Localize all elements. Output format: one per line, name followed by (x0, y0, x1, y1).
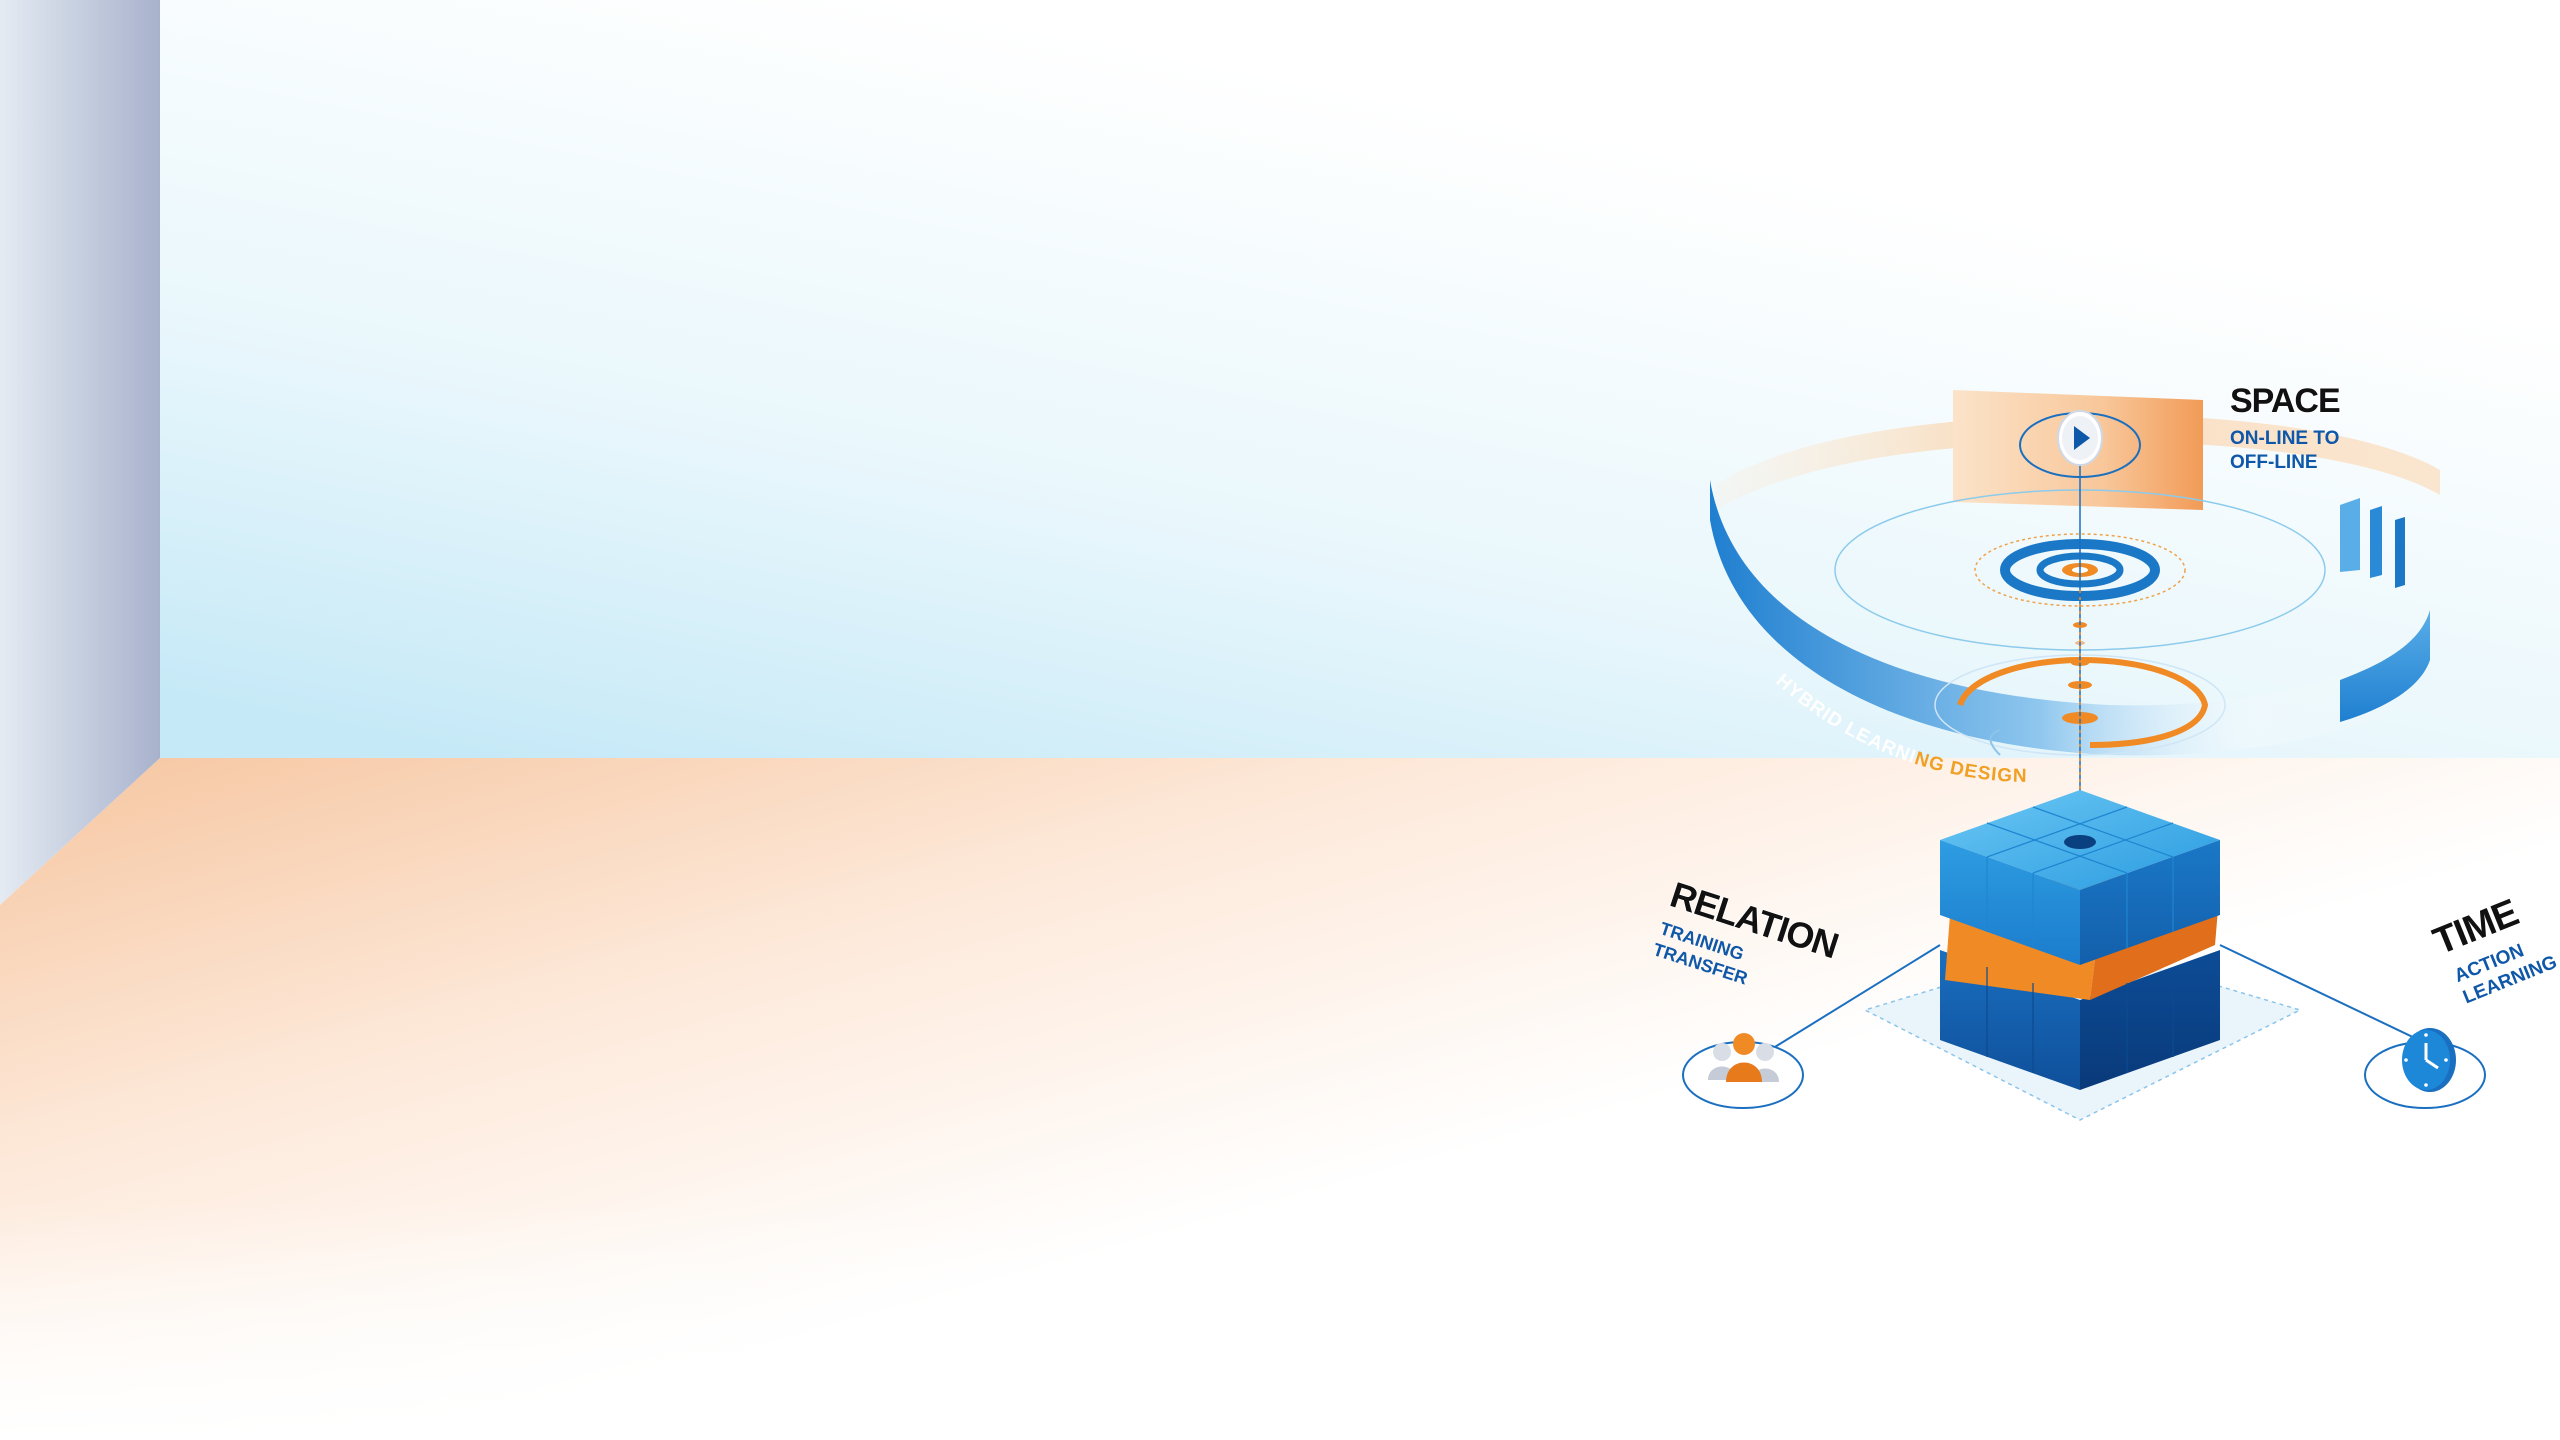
side-wall (0, 0, 160, 905)
people-icon (1682, 1033, 1804, 1109)
ring-right-piece (2340, 610, 2430, 722)
ring-front (1710, 480, 2440, 756)
play-icon (2019, 410, 2141, 478)
clock-icon (2364, 1028, 2486, 1109)
ring-label-part2: NG DESIGN (1912, 748, 2028, 787)
hybrid-learning-diagram: HYBRID LEARNING DESIGN (1651, 381, 2560, 1121)
time-connector (2219, 944, 2441, 1051)
back-wall (160, 0, 2560, 758)
space-line1: ON-LINE TO (2230, 428, 2339, 449)
space-line2: OFF-LINE (2230, 452, 2318, 473)
target-rings (1834, 435, 2326, 840)
space-title: SPACE (2230, 382, 2340, 420)
ring-back (1715, 415, 2440, 510)
relation-connector (1769, 944, 1941, 1051)
ring-right-stripes (2340, 498, 2405, 588)
cube-stack (1940, 790, 2220, 1090)
